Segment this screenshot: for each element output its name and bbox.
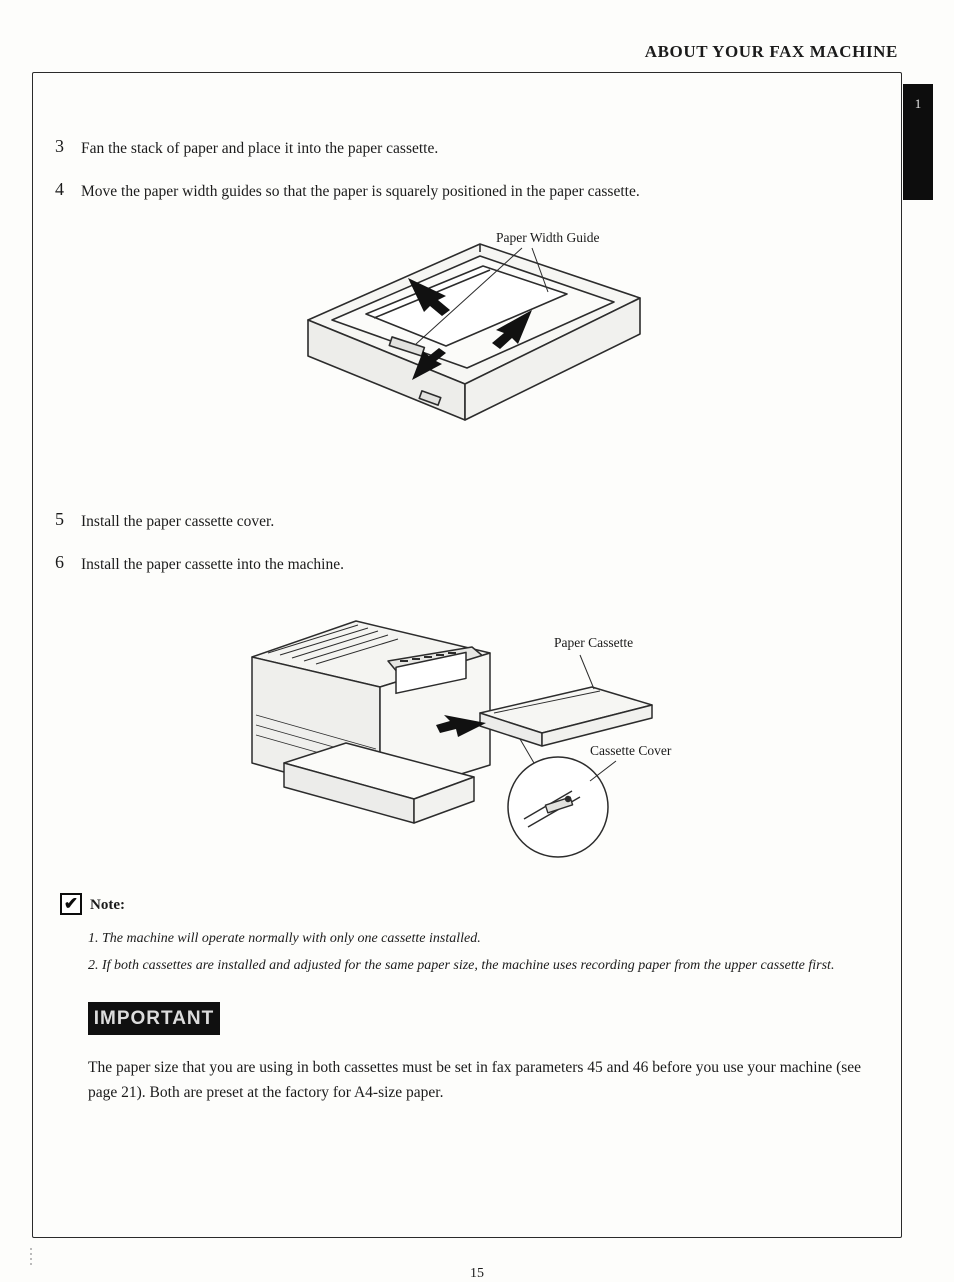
cassette-tray-drawing	[307, 243, 641, 421]
step-number: 4	[55, 179, 64, 199]
page-number: 15	[470, 1266, 484, 1281]
step-5: 5 Install the paper cassette cover.	[55, 509, 855, 533]
figure-label: Cassette Cover	[590, 743, 672, 758]
section-tab: 1	[903, 84, 933, 200]
page-border	[32, 72, 902, 1238]
step-text: Install the paper cassette cover.	[81, 513, 275, 530]
machine-drawing	[251, 620, 653, 858]
step-3: 3 Fan the stack of paper and place it int…	[55, 136, 855, 160]
note-title: Note:	[90, 897, 125, 913]
figure-label: Paper Cassette	[554, 635, 634, 650]
step-text: Fan the stack of paper and place it into…	[81, 140, 439, 157]
scan-artifact	[30, 1248, 32, 1268]
step-text: Move the paper width guides so that the …	[81, 183, 640, 200]
step-4: 4 Move the paper width guides so that the…	[55, 179, 855, 203]
figure-label: Paper Width Guide	[496, 230, 600, 245]
note-item: 1. The machine will operate normally wit…	[88, 931, 481, 946]
step-number: 3	[55, 136, 64, 156]
important-text: The paper size that you are using in bot…	[88, 1059, 862, 1101]
paper-cassette-illustration: Paper Width Guide	[270, 222, 690, 462]
checkmark-icon: ✔	[60, 893, 82, 915]
step-number: 5	[55, 509, 64, 529]
step-6: 6 Install the paper cassette into the mac…	[55, 552, 855, 576]
step-number: 6	[55, 552, 64, 572]
note-item: 2. If both cassettes are installed and a…	[88, 958, 835, 973]
step-text: Install the paper cassette into the mach…	[81, 556, 344, 573]
page-header: ABOUT YOUR FAX MACHINE	[644, 42, 898, 61]
fax-machine-illustration: Paper Cassette Cassette Cover	[228, 595, 698, 870]
important-badge: IMPORTANT	[88, 1002, 220, 1035]
